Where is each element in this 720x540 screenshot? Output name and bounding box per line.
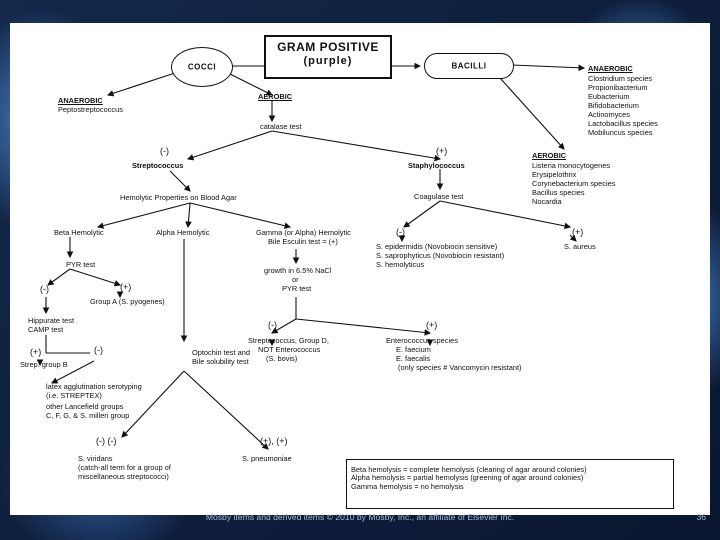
optochin-negative: (-) (-) bbox=[96, 436, 117, 446]
copyright-footer: Mosby items and derived items © 2010 by … bbox=[205, 512, 515, 522]
viridans-line-1: S. viridans bbox=[78, 454, 113, 463]
bacilli-anaerobic-6: Lactobacillus species bbox=[588, 119, 658, 128]
catalase-test: catalase test bbox=[260, 122, 302, 131]
cocci-label: COCCI bbox=[187, 62, 217, 72]
latex-line-1: latex agglutination serotyping bbox=[46, 382, 142, 391]
staph-neg-3: S. hemolyticus bbox=[376, 260, 425, 269]
bile-solubility-test: Bile solubility test bbox=[192, 357, 249, 366]
strep-group-b: Strep. group B bbox=[20, 360, 68, 369]
group-a: Group A (S. pyogenes) bbox=[90, 297, 165, 306]
coagulase-positive: (+) bbox=[572, 227, 584, 237]
beta-hemolytic: Beta Hemolytic bbox=[54, 228, 104, 237]
legend-alpha: Alpha hemolysis = partial hemolysis (gre… bbox=[351, 473, 584, 483]
enterococcus-line-3: E. faecalis bbox=[396, 354, 431, 363]
staph-neg-2: S. saprophyticus (Novobiocin resistant) bbox=[376, 251, 505, 260]
viridans-line-3: miscellaneous streptococci) bbox=[78, 472, 169, 481]
staph-neg-1: S. epidermidis (Novobiocin sensitive) bbox=[376, 242, 498, 251]
cocci-node: COCCI bbox=[171, 47, 233, 87]
bacilli-anaerobic-2: Propionibacterium bbox=[588, 83, 648, 92]
bacilli-aerobic-label: AEROBIC bbox=[532, 151, 567, 160]
cocci-anaerobic-label: ANAEROBIC bbox=[58, 96, 103, 105]
flowchart-arrows bbox=[36, 62, 586, 450]
pyr-test: PYR test bbox=[66, 260, 96, 269]
bacilli-anaerobic-7: Mobiluncus species bbox=[588, 128, 653, 137]
latex-line-4: C, F, G, & S. milleri group bbox=[46, 411, 130, 420]
pyr-negative: (-) bbox=[40, 284, 49, 294]
hippurate-negative: (-) bbox=[94, 345, 103, 355]
pyr-positive: (+) bbox=[120, 282, 132, 292]
catalase-positive: (+) bbox=[436, 146, 448, 156]
coagulase-test: Coagulase test bbox=[414, 192, 464, 201]
nacl-pyr: PYR test bbox=[282, 284, 312, 293]
viridans-line-2: (catch-all term for a group of bbox=[78, 463, 171, 472]
bacilli-aerobic-5: Nocardia bbox=[532, 197, 562, 206]
group-d-line-3: (S. bovis) bbox=[266, 354, 298, 363]
streptococcus: Streptococcus bbox=[132, 161, 184, 170]
peptostreptococcus: Peptostreptococcus bbox=[58, 105, 123, 114]
alpha-hemolytic: Alpha Hemolytic bbox=[156, 228, 210, 237]
nacl-negative: (-) bbox=[268, 320, 277, 330]
gram-positive-title-box: GRAM POSITIVE (purple) bbox=[264, 35, 392, 79]
s-aureus: S. aureus bbox=[564, 242, 596, 251]
enterococcus-line-1: Enterococcus species bbox=[386, 336, 458, 345]
bacilli-aerobic-4: Bacillus species bbox=[532, 188, 585, 197]
bacilli-anaerobic-3: Eubacterium bbox=[588, 92, 630, 101]
enterococcus-line-2: E. faecium bbox=[396, 345, 431, 354]
bacilli-aerobic-3: Corynebacterium species bbox=[532, 179, 616, 188]
bile-esculin: Bile Esculin test = (+) bbox=[268, 237, 338, 246]
title-purple: (purple) bbox=[303, 55, 353, 67]
title-gram-positive: GRAM POSITIVE bbox=[277, 40, 379, 54]
hemolysis-legend: Beta hemolysis = complete hemolysis (cle… bbox=[346, 459, 674, 509]
nacl-growth: growth in 6.5% NaCl bbox=[264, 266, 332, 275]
staphylococcus: Staphylococcus bbox=[408, 161, 465, 170]
hippurate-test: Hippurate test bbox=[28, 316, 75, 325]
coagulase-negative: (-) bbox=[396, 227, 405, 237]
bacilli-aerobic-2: Erysipelothrix bbox=[532, 170, 577, 179]
bacilli-anaerobic-4: Bifidobacterium bbox=[588, 101, 639, 110]
enterococcus-line-4: (only species # Vancomycin resistant) bbox=[398, 363, 522, 372]
legend-beta: Beta hemolysis = complete hemolysis (cle… bbox=[351, 465, 587, 474]
latex-line-3: other Lancefield groups bbox=[46, 402, 124, 411]
bacilli-anaerobic-1: Clostridium species bbox=[588, 74, 653, 83]
bacilli-anaerobic-label: ANAEROBIC bbox=[588, 64, 633, 73]
cocci-aerobic-label: AEROBIC bbox=[258, 92, 293, 101]
group-d-line-2: NOT Enterococcus bbox=[258, 345, 321, 354]
nacl-or: or bbox=[292, 275, 299, 284]
bacilli-node: BACILLI bbox=[424, 53, 514, 79]
hippurate-positive: (+) bbox=[30, 347, 42, 357]
nacl-positive: (+) bbox=[426, 320, 438, 330]
catalase-negative: (-) bbox=[160, 146, 169, 156]
hemolytic-properties: Hemolytic Properties on Blood Agar bbox=[120, 193, 237, 202]
bacilli-anaerobic-5: Actinomyces bbox=[588, 110, 630, 119]
optochin-positive: (+), (+) bbox=[260, 436, 288, 446]
flowchart-sheet: GRAM POSITIVE (purple) COCCI ANAEROBIC P… bbox=[10, 23, 710, 515]
latex-line-2: (i.e. STREPTEX) bbox=[46, 391, 102, 400]
group-d-line-1: Streptococcus, Group D, bbox=[248, 336, 329, 345]
camp-test: CAMP test bbox=[28, 325, 64, 334]
page-number: 36 bbox=[696, 512, 706, 522]
legend-gamma: Gamma hemolysis = no hemolysis bbox=[351, 481, 464, 491]
optochin-test: Optochin test and bbox=[192, 348, 250, 357]
s-pneumoniae: S. pneumoniae bbox=[242, 454, 292, 463]
bacilli-aerobic-1: Listeria monocytogenes bbox=[532, 161, 611, 170]
bacilli-label: BACILLI bbox=[451, 61, 487, 71]
gamma-hemolytic: Gamma (or Alpha) Hemolytic bbox=[256, 228, 351, 237]
